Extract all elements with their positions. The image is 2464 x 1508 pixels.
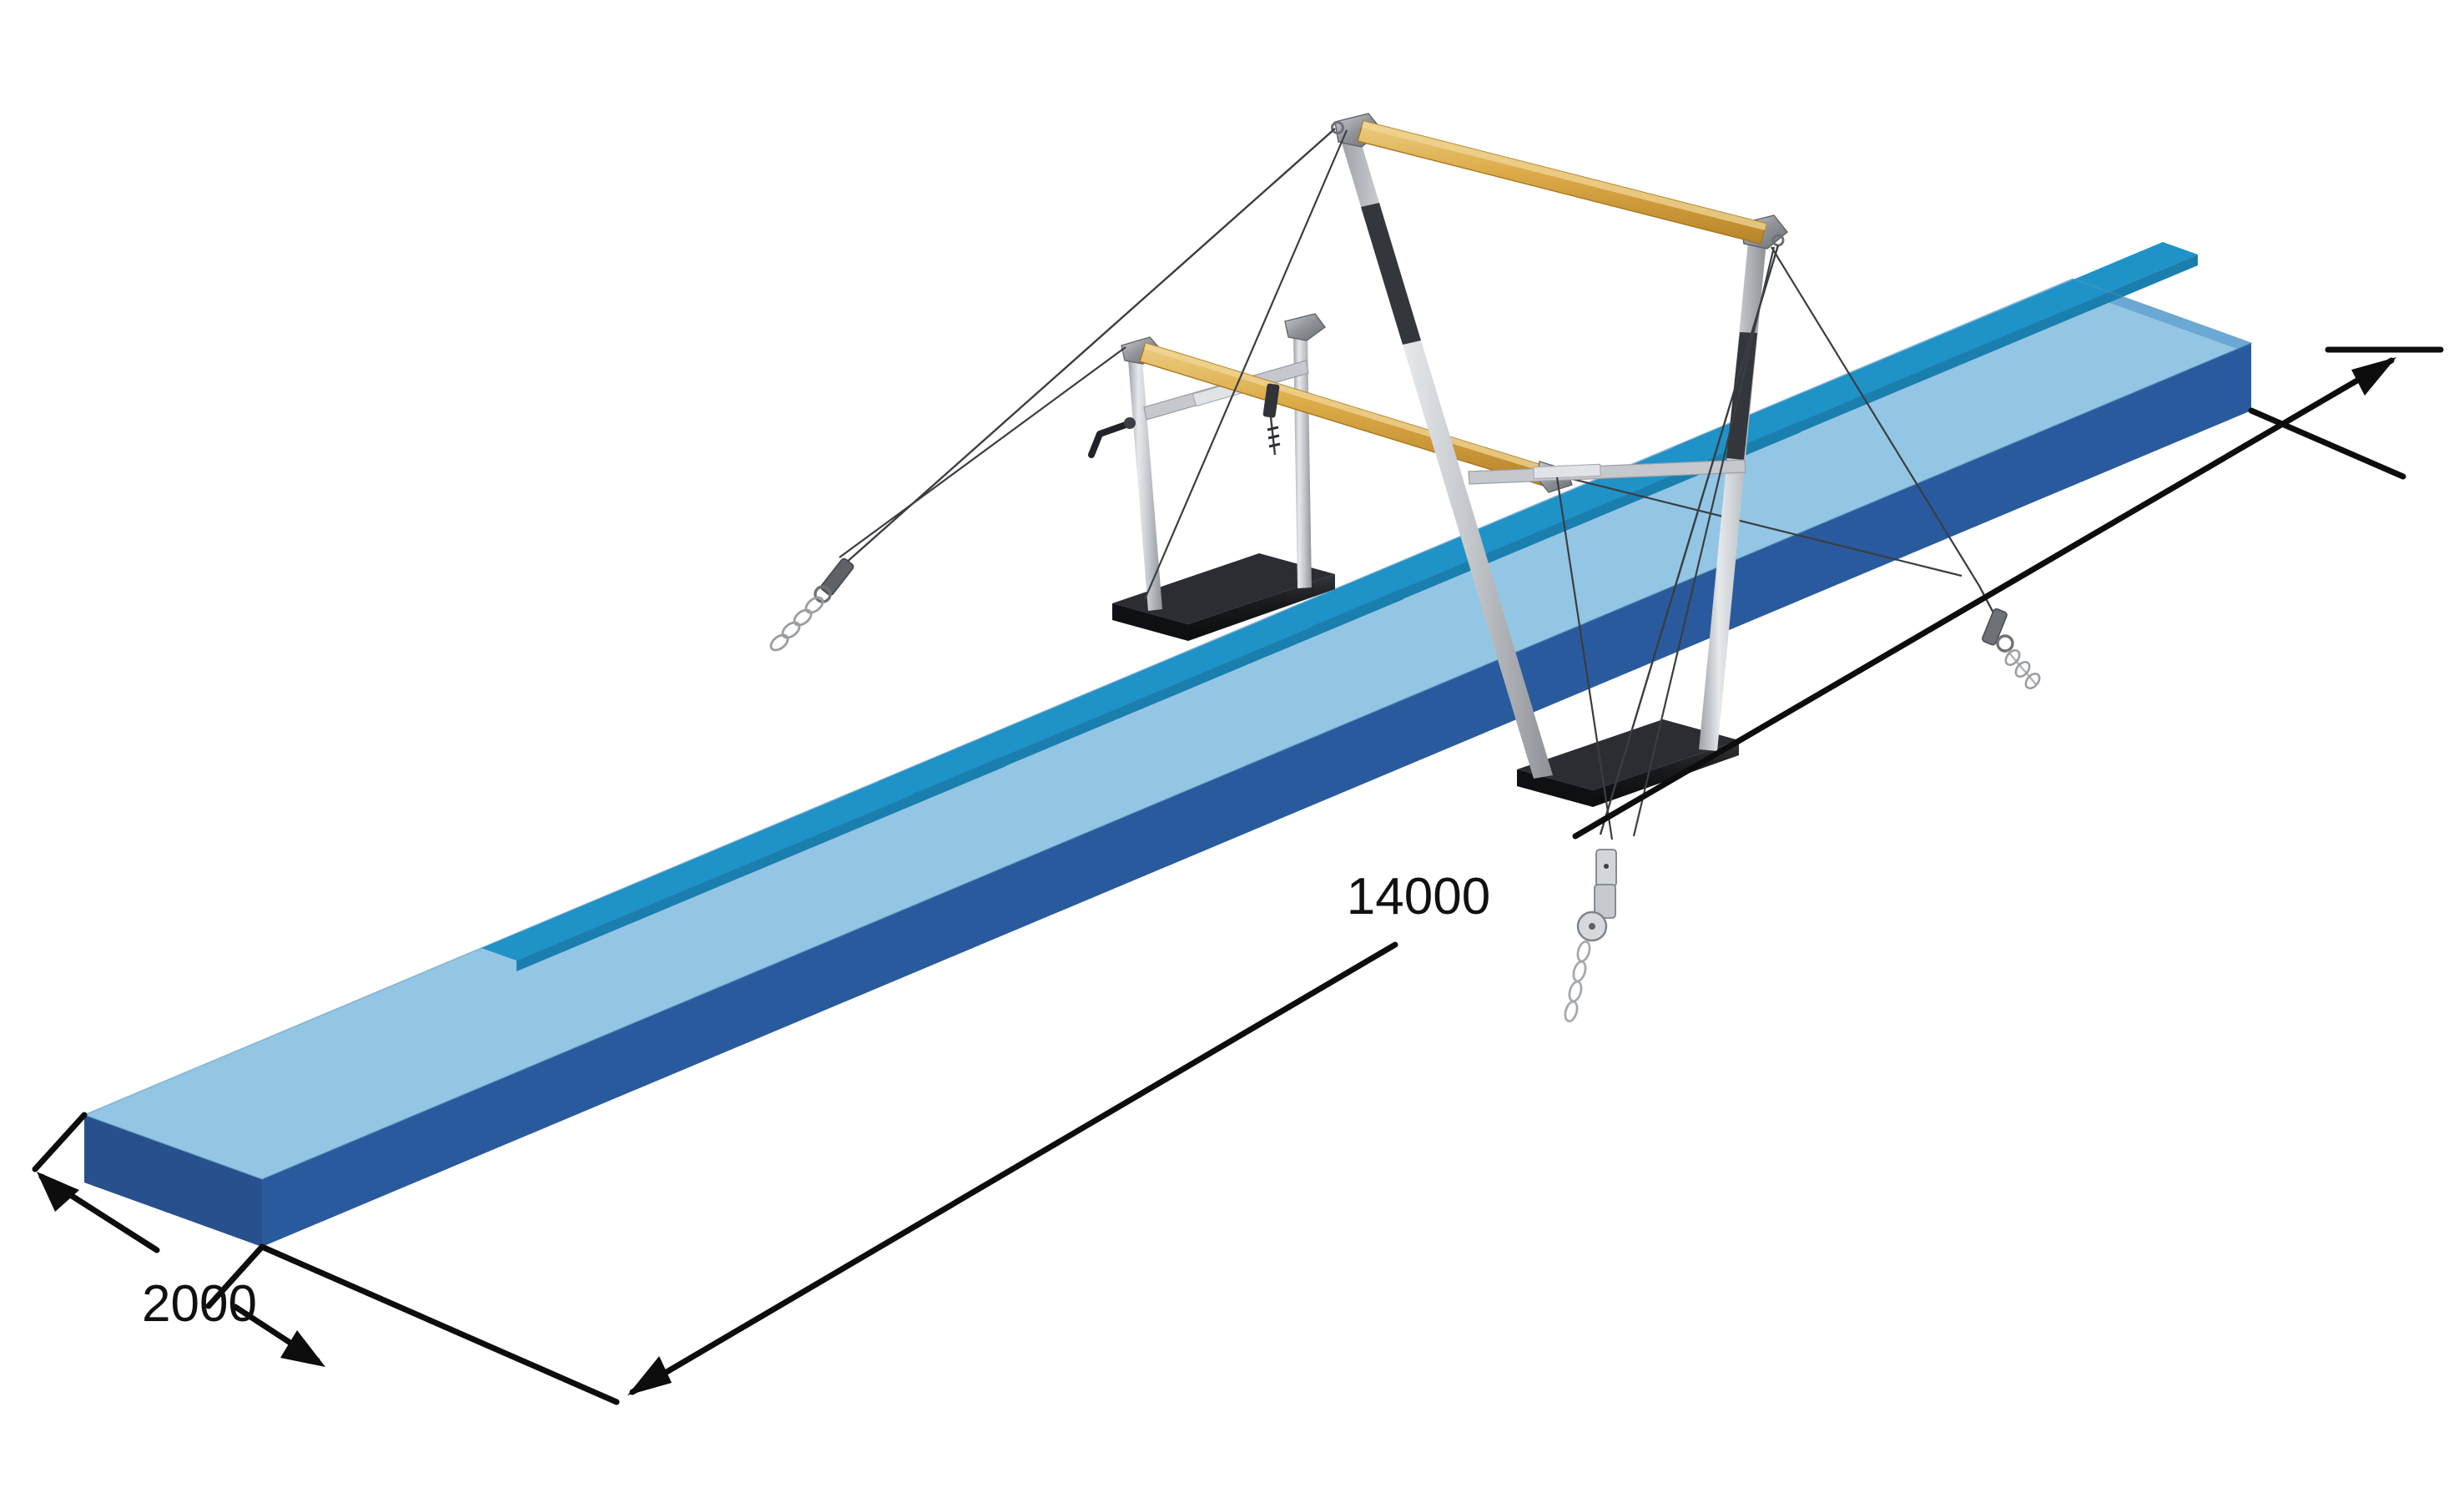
low-bar-fitting-right xyxy=(1284,313,1326,341)
low-bar-base-rail-top xyxy=(1112,553,1335,624)
guy-wires-near xyxy=(839,128,1780,840)
dim-width-ext-bottom xyxy=(205,1243,265,1309)
dim-length-ext-left xyxy=(259,1243,620,1405)
anchor-right-rear-eye xyxy=(1996,634,2014,653)
low-bar-strap xyxy=(1262,383,1281,456)
dim-length-line-b xyxy=(1572,357,2395,840)
low-bar-base-rail-side xyxy=(1188,574,1335,641)
mat-top-outline xyxy=(82,278,2254,1180)
mat-seam-1-side xyxy=(516,755,1006,971)
crank-pivot xyxy=(1124,417,1136,429)
high-bar-collar-left xyxy=(1361,203,1421,345)
anchor-right-rear xyxy=(1978,585,2041,690)
crank-arm xyxy=(1088,421,1131,458)
high-bar-brace-sleeve xyxy=(1533,463,1601,480)
dimension-length-label: 14000 xyxy=(1347,868,1490,925)
mat-seam-2 xyxy=(879,576,1403,794)
cable-high-right-rear xyxy=(1771,246,1980,587)
dimension-width-arrowheads xyxy=(37,1172,325,1367)
high-bar-rail-highlight xyxy=(1362,121,1766,230)
mat-top-surface xyxy=(84,279,2251,1179)
anchor-front-pulley-hub xyxy=(1589,923,1595,930)
dimension-mat-overall-length xyxy=(259,357,2406,1405)
cable-high-right-front-a xyxy=(1599,245,1780,835)
dim-length-line-a xyxy=(629,941,1398,1395)
cable-high-left-front xyxy=(844,128,1336,565)
high-bar-assembly xyxy=(1331,113,1788,807)
high-bar-base-rail-front xyxy=(1517,769,1593,807)
cable-low-right-rear xyxy=(1548,472,1963,577)
high-bar-collar-right xyxy=(1726,332,1757,460)
dim-width-arrow-top xyxy=(37,1172,79,1212)
low-bar-rail-highlight xyxy=(1144,343,1552,474)
low-bar-base-rail-front xyxy=(1112,603,1188,641)
mat-left-end-face xyxy=(84,1115,262,1247)
turnbuckle-right-rear xyxy=(1982,608,2008,646)
cable-high-right-front-b xyxy=(1632,246,1776,837)
cable-low-left-front xyxy=(839,346,1126,558)
low-bar-upright-left xyxy=(1128,359,1162,611)
height-adjust-crank xyxy=(1088,417,1136,458)
chain-links-right-rear xyxy=(2004,648,2041,690)
dim-width-arrow-bottom xyxy=(280,1330,325,1367)
turnbuckle-front-lower xyxy=(1594,884,1616,919)
chain-links-left xyxy=(769,596,824,652)
cable-high-left-back xyxy=(1143,129,1348,600)
mat-seam-4 xyxy=(1673,242,2198,460)
chain-links-front xyxy=(1564,940,1591,1023)
dimension-length-arrowheads xyxy=(627,357,2396,1395)
dim-width-ext-top xyxy=(32,1112,88,1173)
high-bar-eyelet-left xyxy=(1331,121,1344,134)
cable-low-right-front xyxy=(1555,477,1614,840)
anchor-left-front xyxy=(769,557,854,652)
mat-seam-1 xyxy=(481,743,1006,961)
chain-right-rear xyxy=(2007,650,2037,685)
mat-seam-4-side xyxy=(1708,255,2198,471)
high-bar-base-rail-side xyxy=(1593,740,1739,807)
landing-mat xyxy=(82,242,2254,1247)
mat-front-side-face xyxy=(262,343,2251,1247)
high-bar-base-rail-top xyxy=(1517,719,1739,790)
guy-wires-far xyxy=(1548,246,1980,587)
turnbuckle-left xyxy=(820,557,854,596)
dim-length-arrow-right xyxy=(2351,357,2396,396)
anchor-front-bottom xyxy=(1564,849,1617,1023)
mat-seams xyxy=(481,242,2198,971)
dim-length-arrow-left xyxy=(627,1356,672,1395)
dim-length-ext-right xyxy=(2248,407,2406,480)
dimension-width-label: 2000 xyxy=(142,1275,257,1333)
mat-seam-2-side xyxy=(914,588,1403,804)
turnbuckle-front-bolt xyxy=(1604,864,1609,869)
